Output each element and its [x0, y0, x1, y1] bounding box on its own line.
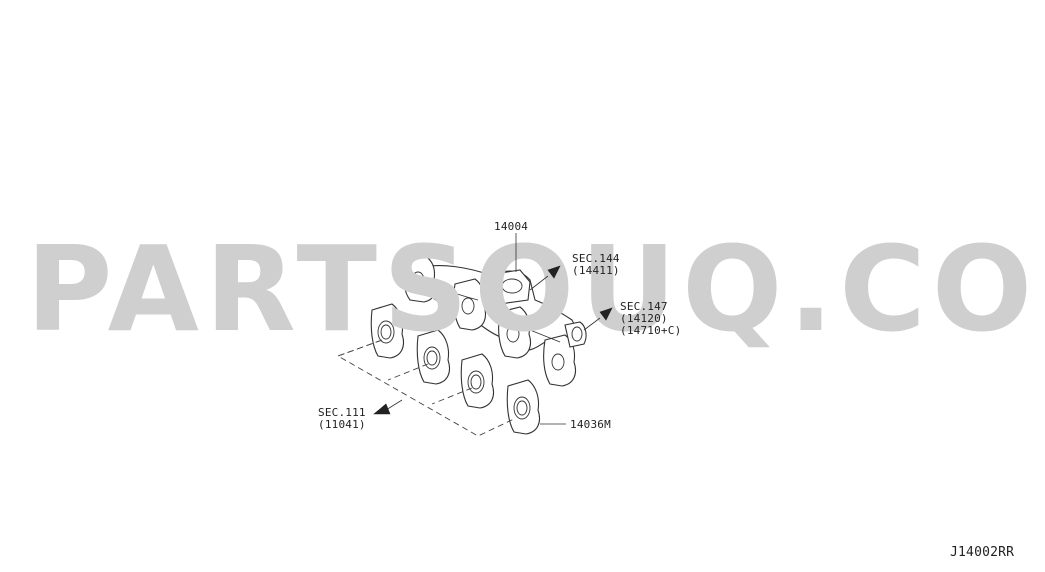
label-sec147-line1: SEC.147: [620, 300, 668, 313]
sec147-arrow: [599, 307, 613, 321]
label-14004: 14004: [494, 220, 528, 233]
label-sec147-line3: (14710+C): [620, 324, 681, 337]
label-sec144-line2: (14411): [572, 264, 620, 277]
manifold-gaskets[interactable]: [370, 303, 541, 435]
watermark: PARTSOUQ.COM: [26, 220, 1045, 358]
label-sec111-line1: SEC.111: [318, 406, 366, 419]
gasket-2: [416, 329, 451, 385]
sec144-arrow: [547, 265, 561, 279]
gasket-3: [460, 353, 495, 409]
label-sec111-line2: (11041): [318, 418, 366, 431]
gasket-4: [506, 379, 541, 435]
label-sec147-line2: (14120): [620, 312, 668, 325]
exhaust-manifold[interactable]: [403, 255, 587, 387]
sec111-arrow: [373, 403, 391, 415]
leader-lines: [373, 233, 613, 425]
diagram-code: J14002RR: [950, 545, 1014, 560]
gasket-1: [370, 303, 405, 359]
label-14036m: 14036M: [570, 418, 611, 431]
label-sec144-line1: SEC.144: [572, 252, 620, 265]
dashed-guides: [336, 339, 517, 437]
